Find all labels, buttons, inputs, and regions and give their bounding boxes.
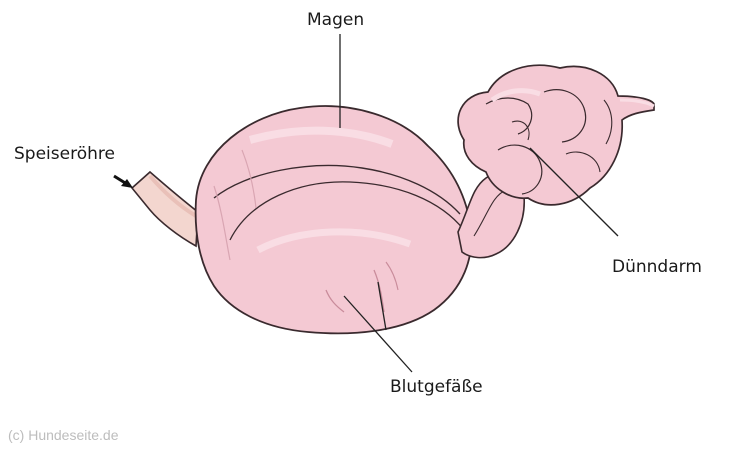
label-blood-vessels: Blutgefäße bbox=[390, 377, 483, 397]
label-small-intestine: Dünndarm bbox=[612, 257, 702, 277]
label-esophagus: Speiseröhre bbox=[14, 144, 115, 164]
label-stomach: Magen bbox=[307, 10, 364, 30]
stomach bbox=[196, 106, 472, 333]
esophagus bbox=[132, 172, 198, 246]
entry-arrow bbox=[114, 176, 133, 188]
copyright-credit: (c) Hundeseite.de bbox=[8, 427, 119, 443]
